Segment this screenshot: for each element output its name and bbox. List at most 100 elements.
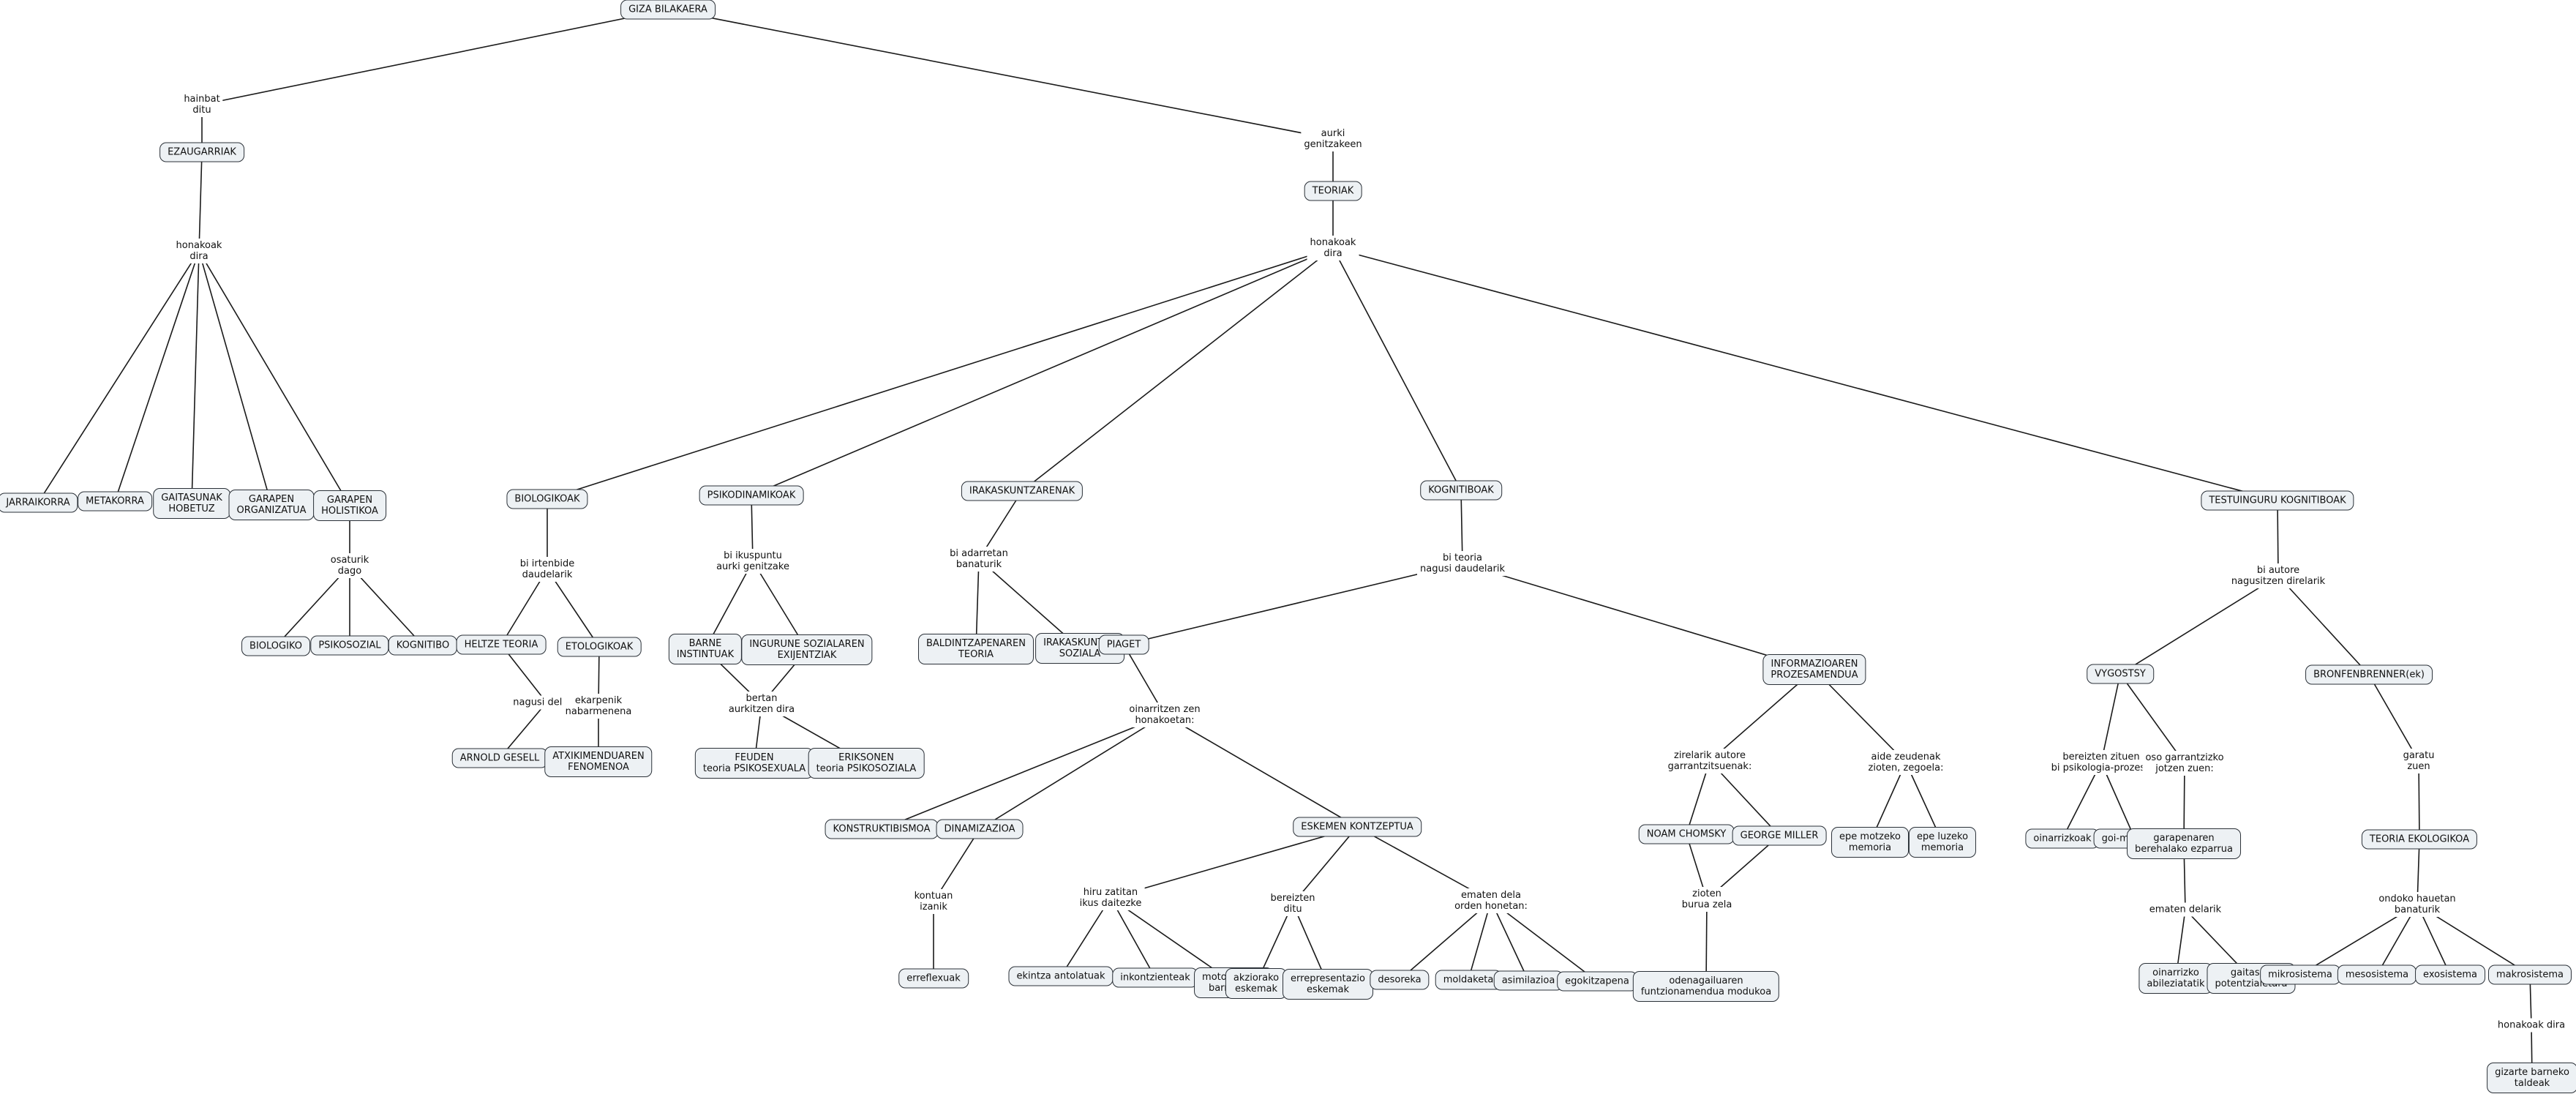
link-label-ematen-delarik: ematen delarik bbox=[2146, 902, 2225, 917]
concept-node-oinarrizko-abil[interactable]: oinarrizko abileziatatik bbox=[2138, 963, 2213, 994]
concept-node-ekintza[interactable]: ekintza antolatuak bbox=[1008, 966, 1114, 986]
connector-ezaugarriak-honakoak-ezau bbox=[198, 151, 203, 252]
concept-node-oinarrizkoak[interactable]: oinarrizkoak bbox=[2025, 828, 2100, 849]
connector-honakoak-teo-irakaskuntzarenak bbox=[1021, 247, 1334, 492]
concept-node-kognitiboak[interactable]: KOGNITIBOAK bbox=[1420, 480, 1502, 501]
link-label-bi-irtenbide: bi irtenbide daudelarik bbox=[517, 557, 578, 582]
connector-oinarritzen-konstruktibismoa bbox=[881, 714, 1165, 830]
connector-osaturik-biologiko bbox=[275, 565, 350, 647]
concept-node-eskemen[interactable]: ESKEMEN KONTZEPTUA bbox=[1293, 817, 1422, 837]
concept-node-garapen-hol[interactable]: GARAPEN HOLISTIKOA bbox=[313, 490, 386, 521]
concept-node-barne[interactable]: BARNE INSTINTUAK bbox=[668, 634, 743, 664]
concept-node-testuinguru[interactable]: TESTUINGURU KOGNITIBOAK bbox=[2201, 490, 2354, 511]
concept-node-heltze[interactable]: HELTZE TEORIA bbox=[456, 634, 547, 655]
concept-node-biologikoak[interactable]: BIOLOGIKOAK bbox=[506, 489, 588, 509]
concept-node-feuden[interactable]: FEUDEN teoria PSIKOSEXUALA bbox=[694, 748, 814, 779]
connector-vygostsy-bereizten-zituen bbox=[2100, 673, 2121, 763]
concept-node-konstruktibismoa[interactable]: KONSTRUKTIBISMOA bbox=[825, 819, 939, 839]
connector-honakoak-ezau-metakorra bbox=[114, 250, 200, 502]
link-label-bi-ikuspuntu: bi ikuspuntu aurki genitzake bbox=[713, 549, 792, 574]
link-label-ondoko: ondoko hauetan banaturik bbox=[2376, 892, 2459, 917]
connector-giza-aurki bbox=[667, 9, 1334, 140]
concept-node-errepresentazio[interactable]: errepresentazio eskemak bbox=[1283, 969, 1373, 1000]
connector-bronfen-garatu bbox=[2368, 674, 2419, 762]
connector-bi-irtenbide-heltze bbox=[500, 569, 548, 645]
link-label-garatu: garatu zuen bbox=[2400, 749, 2438, 773]
link-label-bertan: bertan aurkitzen dira bbox=[725, 692, 798, 716]
concept-node-garapenaren[interactable]: garapenaren berehalako ezparrua bbox=[2127, 828, 2241, 859]
concept-node-psikosozial[interactable]: PSIKOSOZIAL bbox=[310, 635, 389, 656]
connector-osaturik-kognitibo bbox=[349, 565, 424, 646]
connector-oinarritzen-eskemen bbox=[1164, 714, 1358, 828]
concept-node-inkontzienteak[interactable]: inkontzienteak bbox=[1112, 967, 1198, 988]
link-label-honakoak-ezau: honakoak dira bbox=[173, 239, 225, 263]
concept-node-biologiko[interactable]: BIOLOGIKO bbox=[241, 636, 310, 656]
connector-ematen-orden-moldaketa bbox=[1468, 900, 1492, 981]
concept-node-teoriak[interactable]: TEORIAK bbox=[1304, 181, 1362, 201]
connector-giza-hainbat bbox=[201, 9, 669, 105]
concept-node-odenagailu[interactable]: odenagailuaren funtzionamendua modukoa bbox=[1632, 971, 1780, 1002]
concept-node-piaget[interactable]: PIAGET bbox=[1098, 634, 1149, 655]
concept-node-psikodinamikoak[interactable]: PSIKODINAMIKOAK bbox=[699, 485, 804, 506]
connector-honakoak-teo-testuinguru bbox=[1332, 247, 2278, 501]
link-label-bereizten-ditu: bereizten ditu bbox=[1267, 891, 1318, 916]
connector-vygostsy-oso-garrantzizko bbox=[2119, 673, 2185, 764]
concept-node-kognitibo[interactable]: KOGNITIBO bbox=[388, 635, 458, 656]
concept-node-atxikimendu[interactable]: ATXIKIMENDUAREN FENOMENOA bbox=[544, 746, 653, 777]
concept-node-metakorra[interactable]: METAKORRA bbox=[78, 491, 152, 512]
connector-bereizten-zituen-oinarrizkoak bbox=[2062, 762, 2102, 839]
connector-honakoak-ezau-gaitasunak bbox=[191, 250, 200, 504]
connector-eskemen-hiru bbox=[1110, 826, 1358, 899]
connector-zirelarik-george bbox=[1709, 760, 1780, 836]
connector-honakoak-teo-biologikoak bbox=[547, 247, 1334, 500]
concept-node-noam[interactable]: NOAM CHOMSKY bbox=[1638, 824, 1735, 844]
connector-bi-autore-bronfen bbox=[2278, 575, 2370, 675]
concept-node-mikrosistema[interactable]: mikrosistema bbox=[2260, 964, 2340, 985]
concept-node-egokitzapena[interactable]: egokitzapena bbox=[1557, 971, 1637, 992]
concept-node-exosistema[interactable]: exosistema bbox=[2415, 964, 2485, 985]
concept-node-gaitasunak[interactable]: GAITASUNAK HOBETUZ bbox=[153, 488, 230, 519]
concept-node-epe-motzeko[interactable]: epe motzeko memoria bbox=[1831, 827, 1909, 858]
link-label-hiru: hiru zatitan ikus daitezke bbox=[1076, 885, 1145, 910]
concept-node-garapen-org[interactable]: GARAPEN ORGANIZATUA bbox=[228, 490, 315, 520]
link-label-bereizten-zituen: bereizten zituen bi psikologia-prozesu bbox=[2048, 750, 2155, 775]
concept-node-etologikoak[interactable]: ETOLOGIKOAK bbox=[557, 637, 642, 657]
concept-node-dinamizazioa[interactable]: DINAMIZAZIOA bbox=[936, 819, 1024, 839]
concept-node-eriksonen[interactable]: ERIKSONEN teoria PSIKOSOZIALA bbox=[808, 748, 925, 779]
concept-node-epe-luzeko[interactable]: epe luzeko memoria bbox=[1908, 827, 1977, 858]
concept-node-ingurune[interactable]: INGURUNE SOZIALAREN EXIJENTZIAK bbox=[741, 634, 873, 665]
concept-node-baldintza[interactable]: BALDINTZAPENAREN TEORIA bbox=[917, 634, 1034, 664]
concept-node-teoria-eko[interactable]: TEORIA EKOLOGIKOA bbox=[2361, 829, 2478, 850]
concept-node-moldaketa[interactable]: moldaketa bbox=[1435, 970, 1502, 990]
connector-bi-autore-vygostsy bbox=[2119, 575, 2279, 675]
concept-node-desoreka[interactable]: desoreka bbox=[1370, 970, 1430, 990]
connector-ematen-orden-desoreka bbox=[1399, 900, 1492, 981]
concept-node-informazio[interactable]: INFORMAZIOAREN PROZESAMENDUA bbox=[1762, 654, 1866, 685]
concept-node-asimilazioa[interactable]: asimilazioa bbox=[1493, 970, 1563, 991]
connector-hiru-inkontzienteak bbox=[1110, 897, 1156, 978]
link-label-zirelarik: zirelarik autore garrantzitsuenak: bbox=[1664, 749, 1755, 773]
connector-honakoak-teo-kognitiboak bbox=[1332, 247, 1462, 491]
connector-honakoak-ezau-garapen-hol bbox=[198, 250, 350, 506]
concept-node-mesosistema[interactable]: mesosistema bbox=[2337, 964, 2417, 985]
concept-node-jarraikorra[interactable]: JARRAIKORRA bbox=[0, 492, 78, 513]
concept-node-akziorako[interactable]: akziorako eskemak bbox=[1225, 968, 1288, 999]
concept-node-arnold[interactable]: ARNOLD GESELL bbox=[451, 748, 548, 768]
link-label-aurki: aurki genitzakeen bbox=[1301, 127, 1365, 151]
link-label-bi-autore: bi autore nagusitzen direlarik bbox=[2228, 563, 2329, 588]
concept-node-makrosistema[interactable]: makrosistema bbox=[2487, 964, 2572, 985]
link-label-zioten: zioten burua zela bbox=[1678, 887, 1735, 912]
link-label-osaturik: osaturik dago bbox=[327, 553, 372, 578]
connector-honakoak-ezau-garapen-org bbox=[198, 250, 272, 506]
connector-informazio-aide bbox=[1814, 669, 1907, 763]
concept-node-giza[interactable]: GIZA BILAKAERA bbox=[620, 0, 716, 20]
connector-eskemen-bereizten-ditu bbox=[1292, 826, 1358, 904]
concept-node-george[interactable]: GEORGE MILLER bbox=[1732, 825, 1827, 846]
concept-node-gizarte[interactable]: gizarte barneko taldeak bbox=[2487, 1063, 2576, 1093]
concept-node-ezaugarriak[interactable]: EZAUGARRIAK bbox=[159, 142, 244, 162]
concept-node-erreflexuak[interactable]: erreflexuak bbox=[898, 968, 969, 989]
concept-node-bronfen[interactable]: BRONFENBRENNER(ek) bbox=[2305, 664, 2433, 685]
concept-node-irakaskuntzarenak[interactable]: IRAKASKUNTZARENAK bbox=[961, 481, 1084, 501]
concept-node-vygostsy[interactable]: VYGOSTSY bbox=[2087, 664, 2154, 684]
